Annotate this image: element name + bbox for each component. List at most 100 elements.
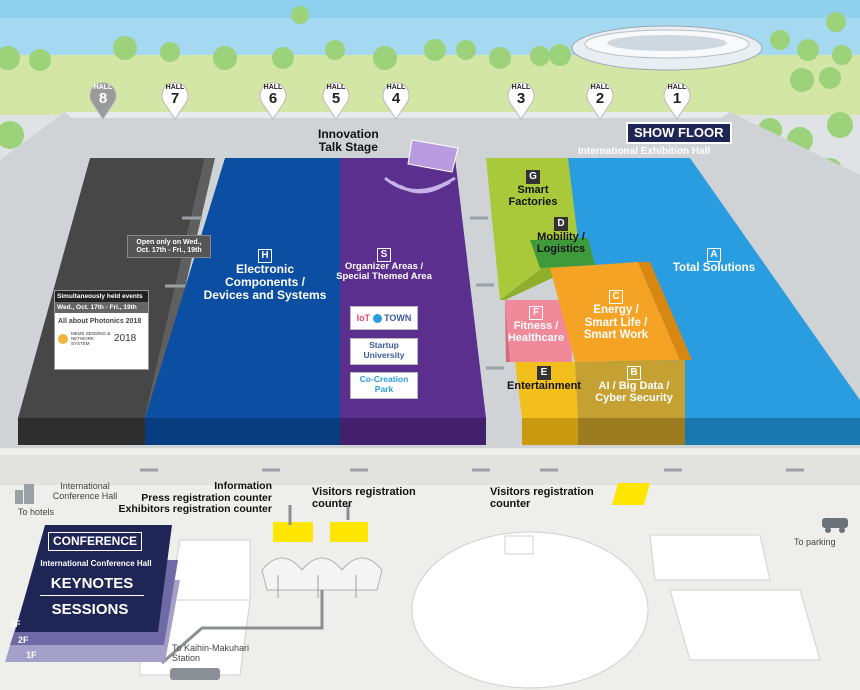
- info-counters-label: Information Press registration counter E…: [118, 480, 272, 516]
- area-h-block: [145, 158, 340, 445]
- hall-number: 4: [391, 90, 401, 107]
- tree-icon: [291, 6, 309, 24]
- tree-icon: [160, 42, 180, 62]
- tree-icon: [272, 47, 294, 69]
- keynotes-label: KEYNOTES: [40, 575, 144, 596]
- tree-icon: [0, 121, 24, 149]
- car-icon: [822, 518, 848, 533]
- sessions-label: SESSIONS: [51, 601, 129, 618]
- hall-caption: HALL: [590, 84, 610, 91]
- show-floor-badge: SHOW FLOOR: [626, 122, 732, 145]
- intl-conference-label: International Conference Hall: [52, 481, 118, 501]
- innovation-stage-icon: [384, 139, 459, 194]
- hall-number: 1: [672, 90, 682, 107]
- area-h-label: H Electronic Components / Devices and Sy…: [200, 248, 330, 303]
- events-title: Simultaneously held events: [55, 291, 148, 302]
- tree-icon: [0, 46, 20, 70]
- tree-icon: [113, 36, 137, 60]
- area-s-letter: S: [377, 248, 391, 262]
- hall-caption: HALL: [326, 84, 346, 91]
- hall-caption: HALL: [386, 84, 406, 91]
- hall-caption: HALL: [165, 84, 185, 91]
- visitors-reg-label-1: Visitors registration counter: [312, 486, 416, 511]
- hall-number: 7: [170, 90, 180, 107]
- area-f-block: [505, 300, 572, 362]
- area-s-label: S Organizer Areas / Special Themed Area: [336, 248, 432, 283]
- area-c-label: C Energy / Smart Life / Smart Work: [583, 290, 649, 342]
- area-a-label: A Total Solutions: [672, 248, 756, 274]
- info-counter-marker: [273, 522, 313, 542]
- area-b-block: [575, 360, 685, 445]
- tree-icon: [424, 39, 446, 61]
- mems-logo-icon: [58, 333, 68, 344]
- tree-icon: [373, 46, 397, 70]
- area-s-text: Organizer Areas / Special Themed Area: [336, 261, 432, 283]
- exhibition-hall-label: International Exhibition Hall: [578, 146, 711, 157]
- area-b-label: B AI / Big Data / Cyber Security: [595, 366, 673, 405]
- visitors-counter-marker-1: [330, 522, 368, 542]
- hall-caption: HALL: [263, 84, 283, 91]
- floor-3f: 3F: [10, 619, 21, 629]
- tree-icon: [819, 67, 841, 89]
- innovation-stage-label: Innovation Talk Stage: [318, 127, 379, 155]
- tree-icon: [827, 112, 853, 138]
- startup-university-logo: Startup University: [350, 338, 418, 365]
- hall-caption: HALL: [667, 84, 687, 91]
- registration-canopy: [261, 557, 383, 598]
- area-e-block: [515, 362, 578, 445]
- visitors-reg-label-2: Visitors registration counter: [490, 486, 594, 511]
- train-icon: [170, 668, 220, 680]
- events-dates: Wed., Oct. 17th - Fri., 19th: [55, 302, 148, 313]
- area-g-label: G Smart Factories: [508, 170, 558, 209]
- photonics-logo: All about Photonics 2018: [58, 318, 142, 325]
- mems-label: MEMS SENSING & NETWORK SYSTEM: [71, 331, 111, 346]
- tree-icon: [489, 47, 511, 69]
- conference-title: CONFERENCE: [48, 532, 142, 552]
- conference-subtitle: International Conference Hall: [40, 559, 152, 568]
- tree-icon: [213, 46, 237, 70]
- tree-icon: [549, 44, 571, 66]
- iot-town-logo: IoT TOWN: [350, 306, 418, 330]
- hall-number: 8: [98, 90, 108, 107]
- cocreation-park-logo: Co-Creation Park: [350, 372, 418, 399]
- iot-gear-icon: [372, 314, 382, 324]
- tree-icon: [790, 68, 814, 92]
- area-d-block: [530, 238, 595, 268]
- area-h-letter: H: [258, 249, 272, 263]
- hall-caption: HALL: [93, 84, 113, 91]
- area-c-block: [550, 262, 692, 362]
- floor-1f: 1F: [26, 650, 37, 660]
- route-line: [161, 505, 350, 665]
- events-box: Simultaneously held events Wed., Oct. 17…: [54, 290, 149, 370]
- area-e-label: E Entertainment: [507, 366, 581, 392]
- hall8-notice: Open only on Wed., Oct. 17th - Fri., 19t…: [127, 235, 211, 259]
- floor-2f: 2F: [18, 635, 29, 645]
- tree-icon: [456, 40, 476, 60]
- conference-building: [5, 525, 180, 662]
- area-d-label: D Mobility / Logistics: [536, 217, 586, 256]
- tree-icon: [530, 46, 550, 66]
- to-station-label: To Kaihin-Makuhari Station: [172, 643, 250, 663]
- hall-number: 5: [331, 90, 341, 107]
- hall-number: 6: [268, 90, 278, 107]
- walkway-arrows: [140, 216, 804, 472]
- tree-icon: [325, 40, 345, 60]
- hall-number: 2: [595, 90, 605, 107]
- tree-icon: [826, 12, 846, 32]
- tree-icon: [832, 45, 852, 65]
- tree-icon: [770, 30, 790, 50]
- hall-number: 3: [516, 90, 526, 107]
- stadium-icon: [571, 25, 763, 71]
- building-icon: [15, 484, 34, 504]
- to-parking-label: To parking: [794, 537, 836, 547]
